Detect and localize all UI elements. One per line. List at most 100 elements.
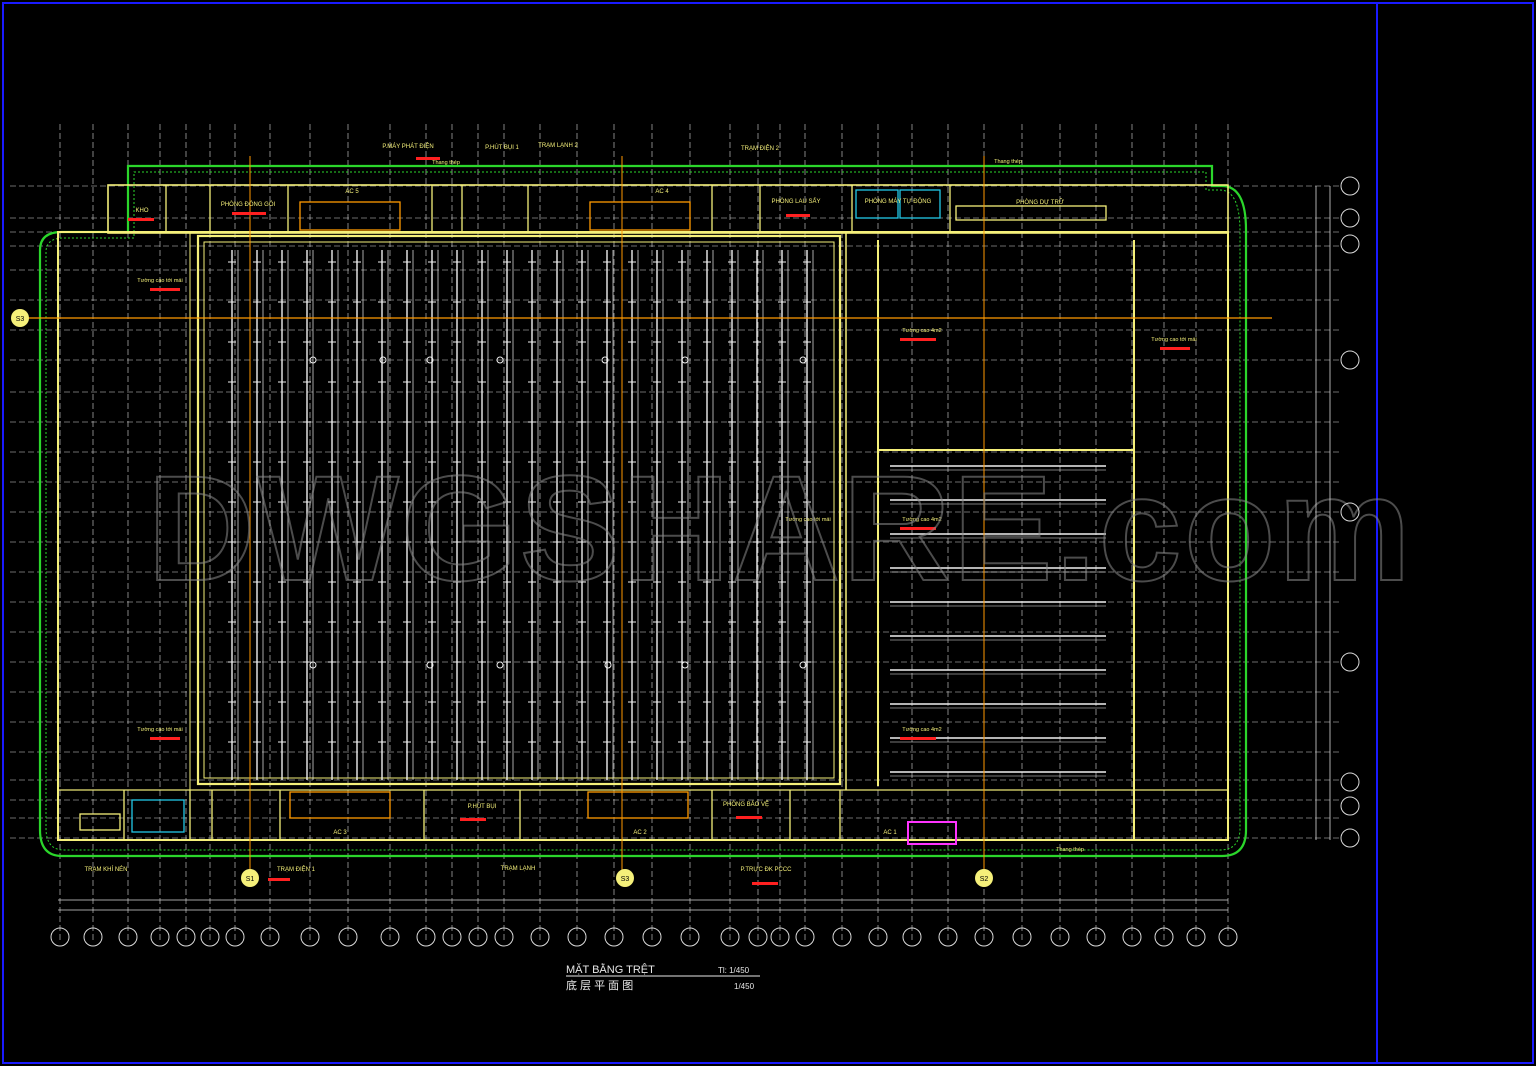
landscape-boundary (38, 164, 1248, 858)
room-label-phong-dong-goi: PHÒNG ĐÓNG GÓI (221, 201, 276, 208)
axis-bubble (225, 927, 245, 947)
axis-bubbles (50, 927, 1238, 947)
room-label-phong-bao-ve: PHÒNG BẢO VỆ (723, 800, 769, 808)
column-marker (681, 661, 689, 669)
axis-bubble (1340, 772, 1360, 792)
axis-bubble (176, 927, 196, 947)
axis-bubble (680, 927, 700, 947)
column-marker (309, 356, 317, 364)
room-label-tram-lanh: TRẠM LẠNH (501, 866, 536, 872)
axis-bubble (868, 927, 888, 947)
axis-bubble (1086, 927, 1106, 947)
section-mark-label: S2 (980, 876, 989, 883)
column-marker (799, 661, 807, 669)
axis-bubble (974, 927, 994, 947)
axis-bubble (1340, 234, 1360, 254)
wall-note: Thang thép (994, 159, 1022, 165)
axis-bubble (83, 927, 103, 947)
column-marker (426, 356, 434, 364)
axis-bubble (200, 927, 220, 947)
column-marker (601, 356, 609, 364)
room-labels: KHO PHÒNG ĐÓNG GÓI P.MÁY PHÁT ĐIỆN P.HÚT… (84, 142, 1063, 873)
section-mark-label: S3 (621, 876, 630, 883)
drawing-title-vi: MẶT BẰNG TRỆT (566, 963, 655, 976)
ac-label: AC 1 (883, 830, 897, 836)
axis-bubble (770, 927, 790, 947)
room-label-phong-lau-say: PHÒNG LAU SẤY (771, 198, 820, 205)
axis-bubble (530, 927, 550, 947)
ac-label: AC 4 (655, 189, 669, 195)
axis-bubble (1122, 927, 1142, 947)
column-marker (681, 356, 689, 364)
axis-bubble (1340, 796, 1360, 816)
drawing-scale-cn: 1/450 (734, 982, 755, 991)
axis-bubble (380, 927, 400, 947)
watermark: DWGSHARE.com (147, 444, 1413, 612)
column-marker (799, 356, 807, 364)
section-mark-s3-left: S3 (11, 309, 29, 327)
axis-bubble (567, 927, 587, 947)
axis-bubble (416, 927, 436, 947)
wall-note: Tường cao tới mái (137, 278, 182, 284)
building-walls (57, 184, 1229, 841)
axis-bubble (902, 927, 922, 947)
column-marker (496, 661, 504, 669)
wall-note: Tường cao tới mái (137, 727, 182, 733)
bottom-rooms (79, 790, 957, 845)
section-mark-s1: S1 (241, 869, 259, 887)
ac-label: AC 2 (633, 830, 647, 836)
axis-bubble (338, 927, 358, 947)
landscape-inner (45, 171, 1241, 851)
ac-labels: AC 5 AC 4 AC 3 AC 2 AC 1 (333, 189, 897, 836)
axis-bubble (1186, 927, 1206, 947)
right-zone-shelves (890, 465, 1106, 777)
column-marker (496, 356, 504, 364)
axis-bubble (938, 927, 958, 947)
wall-note: Tường cao 4m2 (902, 727, 941, 733)
column-marker (309, 661, 317, 669)
room-label-tram-dien-1: TRẠM ĐIỆN 1 (277, 865, 316, 873)
axis-bubble (1340, 176, 1360, 196)
ac-label: AC 3 (333, 830, 347, 836)
wall-note: Tường cao tới mái (785, 517, 830, 523)
axis-bubble (748, 927, 768, 947)
axis-bubble (1340, 828, 1360, 848)
column-marker (379, 356, 387, 364)
axis-bubbles-right (1340, 176, 1360, 848)
drawing-title-cn: 底 层 平 面 图 (566, 978, 633, 992)
axis-bubble (720, 927, 740, 947)
drawing-scale-vi: Tl: 1/450 (718, 966, 750, 975)
axis-bubble (1340, 208, 1360, 228)
wall-note: Tường cao 4m2 (902, 517, 941, 523)
axis-bubble (118, 927, 138, 947)
axis-bubble (1340, 350, 1360, 370)
room-label-tram-lanh-2: TRẠM LẠNH 2 (538, 143, 578, 149)
axis-bubble (50, 927, 70, 947)
axis-bubble (1050, 927, 1070, 947)
axis-bubble (1340, 652, 1360, 672)
room-label-p-hut-bui-1: P.HÚT BỤI 1 (485, 144, 519, 151)
axis-bubble (494, 927, 514, 947)
room-label-phong-may-tu-dong: PHÒNG MÁY TỰ ĐỘNG (865, 198, 932, 205)
top-rooms (165, 185, 1107, 232)
room-label-p-hut-bui: P.HÚT BỤI (468, 803, 497, 810)
column-marker (604, 661, 612, 669)
section-mark-label: S3 (16, 316, 25, 323)
ac-label: AC 5 (345, 189, 359, 195)
axis-bubble (1340, 502, 1360, 522)
room-label-kho: KHO (135, 208, 148, 214)
axis-bubble (442, 927, 462, 947)
drawing-title: MẶT BẰNG TRỆT Tl: 1/450 底 层 平 面 图 1/450 (566, 963, 760, 992)
axis-bubble (150, 927, 170, 947)
room-label-p-truc-dk-pccc: P.TRỰC ĐK PCCC (740, 867, 792, 873)
room-label-phong-du-tru: PHÒNG DỰ TRỮ (1016, 199, 1064, 206)
axis-bubble (1154, 927, 1174, 947)
wall-note: Thang thép (432, 160, 460, 166)
wall-note: Tường cao tới mái (1151, 337, 1196, 343)
room-label-may-phat-dien: P.MÁY PHÁT ĐIỆN (382, 142, 433, 150)
dimension-lines (58, 186, 1331, 911)
section-mark-s2: S2 (975, 869, 993, 887)
storage-racks (228, 250, 814, 780)
